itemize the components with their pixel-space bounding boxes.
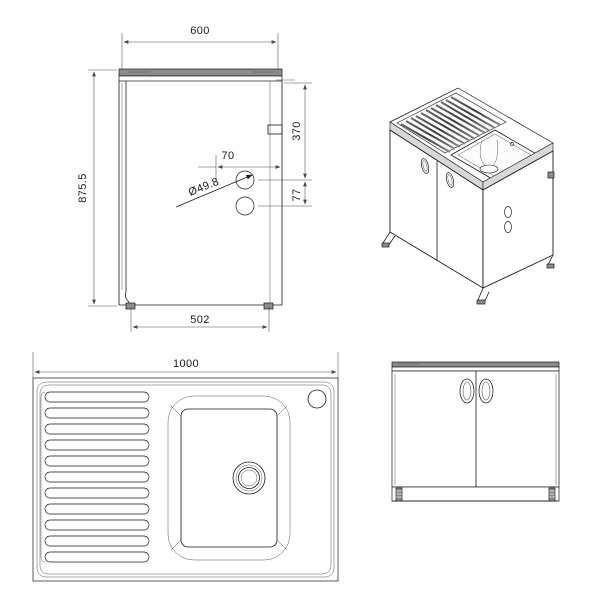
view-isometric xyxy=(381,87,555,305)
plan-drain-outlet xyxy=(232,461,266,495)
dimension-overall-width: 1000 xyxy=(32,352,339,378)
dim-label-70: 70 xyxy=(221,150,234,162)
dim-label-600: 600 xyxy=(190,25,210,37)
dim-label-502: 502 xyxy=(190,314,210,326)
view-plan: 1000 xyxy=(32,352,339,582)
front-handle-right xyxy=(478,378,494,404)
iso-worktop-edge xyxy=(389,121,554,191)
dimension-370: 370 xyxy=(258,82,312,181)
front-handle-left xyxy=(459,378,475,404)
view-side-section: 600 xyxy=(77,25,312,332)
dim-label-77: 77 xyxy=(291,188,303,201)
cabinet-side-body xyxy=(118,81,283,306)
dimension-base-depth: 502 xyxy=(130,307,270,332)
plan-sink-basin xyxy=(167,395,291,561)
dim-label-1000: 1000 xyxy=(173,358,199,370)
dim-label-370: 370 xyxy=(291,121,303,141)
iso-side-service-holes xyxy=(504,206,512,233)
side-view-feet xyxy=(125,302,274,310)
front-adjustable-feet xyxy=(395,487,556,502)
worktop-slab xyxy=(118,68,295,82)
front-door-handles xyxy=(459,378,494,404)
iso-drainboard-ribs xyxy=(396,92,507,154)
iso-feet xyxy=(381,231,555,305)
view-front-elevation xyxy=(391,361,560,502)
front-plinth-rail xyxy=(391,486,560,502)
dimension-hole-offset: 70 xyxy=(198,150,283,183)
iso-door-handles xyxy=(420,158,455,188)
side-vent-slot xyxy=(267,124,283,135)
dimension-77: 77 xyxy=(258,181,312,207)
iso-handle-left xyxy=(420,158,430,174)
iso-side-tab xyxy=(547,171,555,179)
dimension-overall-height: 875.5 xyxy=(77,69,117,307)
front-worktop xyxy=(391,361,560,372)
plan-drainboard xyxy=(40,391,150,563)
front-cabinet-body xyxy=(391,370,560,488)
iso-handle-right xyxy=(445,172,455,188)
dim-label-875-5: 875.5 xyxy=(77,173,89,203)
plan-tap-hole xyxy=(307,389,327,409)
dimension-top-width: 600 xyxy=(121,25,279,72)
